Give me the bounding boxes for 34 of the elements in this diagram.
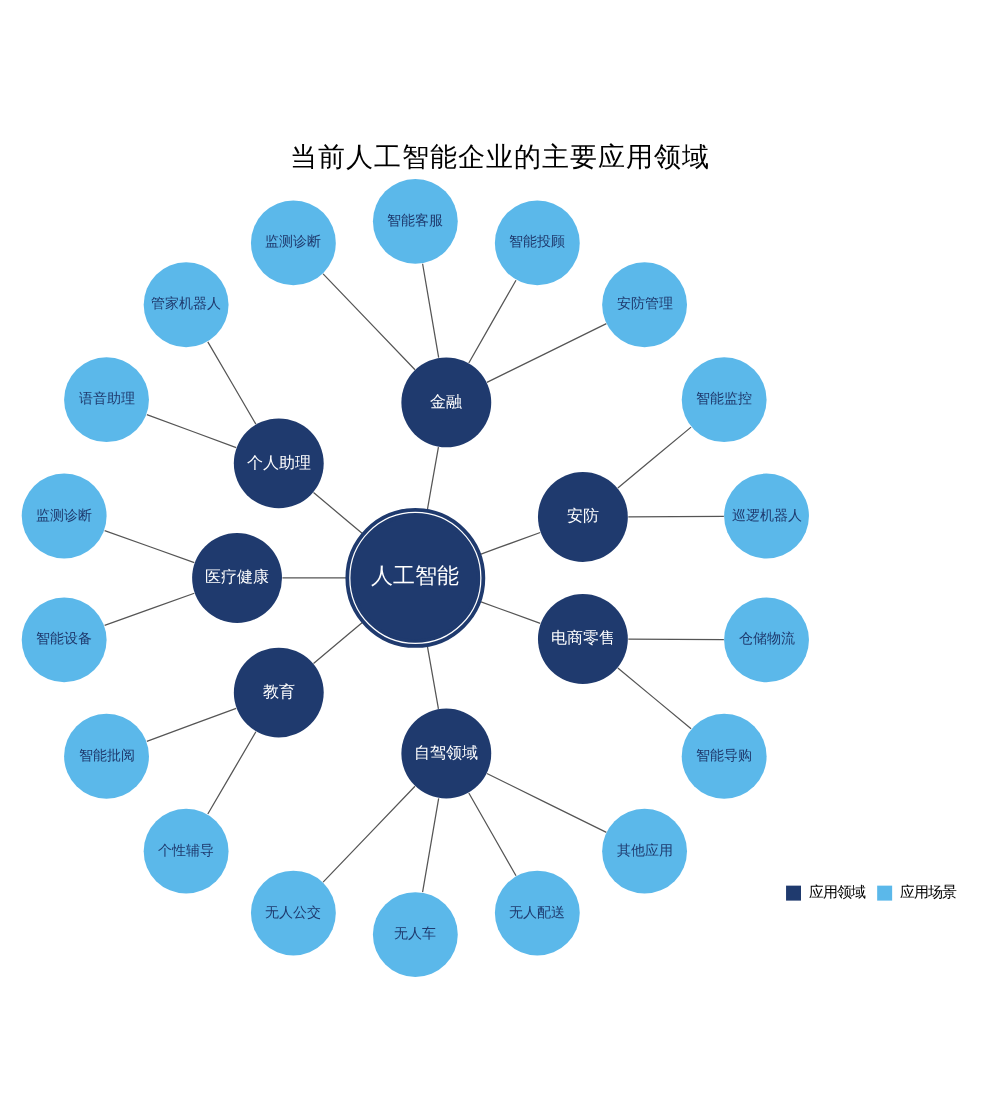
connector <box>207 341 257 425</box>
node-circle: 医疗健康 <box>192 533 282 623</box>
node-circle: 自驾领域 <box>401 708 492 799</box>
connector <box>468 792 517 877</box>
connector <box>322 273 416 371</box>
connector <box>468 279 517 364</box>
connector <box>104 592 195 627</box>
node-circle: 金融 <box>401 357 492 448</box>
connector <box>486 772 607 833</box>
connector <box>617 667 692 730</box>
node-circle: 电商零售 <box>537 594 628 684</box>
diagram-title: 当前人工智能企业的主要应用领域 <box>290 141 711 174</box>
connector <box>146 413 237 449</box>
connector <box>322 785 416 883</box>
connector <box>146 707 237 742</box>
node-circle: 个人助理 <box>233 418 324 509</box>
connector <box>479 600 541 625</box>
connector <box>312 491 364 535</box>
connector <box>421 263 440 359</box>
connector <box>627 515 725 518</box>
node-circle: 安防 <box>537 472 628 562</box>
connector <box>479 531 541 556</box>
connector <box>426 446 440 512</box>
connector <box>421 797 440 893</box>
connector <box>207 731 257 815</box>
connector <box>281 577 348 579</box>
connector <box>312 621 364 665</box>
connector <box>617 426 692 489</box>
node-circle: 教育 <box>233 647 324 738</box>
connector <box>627 638 725 641</box>
connector <box>486 322 607 384</box>
node-circle: 人工智能 <box>345 508 486 648</box>
connector <box>426 644 440 710</box>
connector <box>104 529 195 564</box>
